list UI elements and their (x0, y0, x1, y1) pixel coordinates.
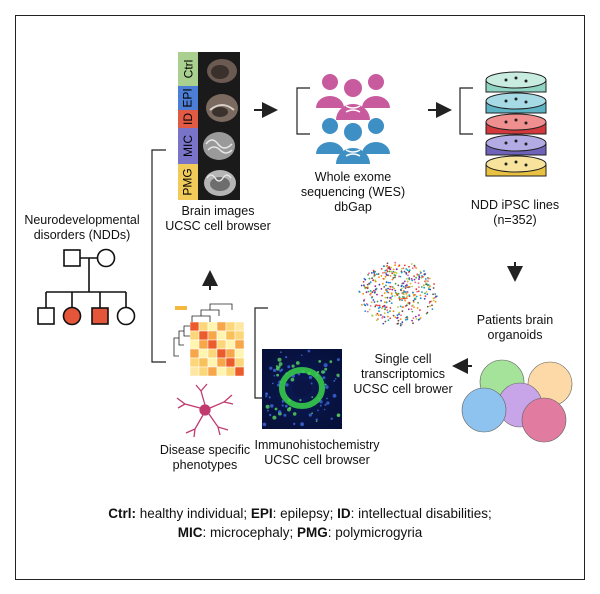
top-dendrogram (191, 303, 233, 322)
strip-ctrl: Ctrl (178, 52, 198, 86)
legend-epi-key: EPI (250, 506, 273, 521)
dna-icon (345, 105, 361, 157)
neuron-icon (176, 383, 234, 438)
mri-epi-id (198, 86, 240, 128)
organoid-pink (521, 397, 567, 443)
plate-5 (485, 155, 547, 177)
strip-pmg: PMG (178, 164, 198, 200)
heatmap-colorbar (175, 306, 187, 310)
wes-people-icons (316, 74, 390, 164)
strip-id: ID (178, 110, 198, 128)
analysis-bracket (254, 307, 268, 399)
mri-mic (198, 128, 240, 164)
legend-line-1: Ctrl: healthy individual; EPI: epilepsy;… (108, 506, 492, 521)
strip-epi: EPI (178, 86, 198, 110)
legend-pmg-key: PMG (297, 525, 328, 540)
pedigree (37, 248, 136, 326)
pedigree-son-affected (91, 307, 109, 325)
plate-4 (485, 134, 547, 156)
plate-2 (485, 92, 547, 114)
pedigree-daughter-unaffected (116, 306, 136, 326)
outcome-bracket (151, 149, 166, 363)
phenotype-heatmap (173, 303, 245, 377)
single-cell-umap (358, 261, 438, 327)
mri-ctrl (198, 52, 240, 86)
legend-line-2: MIC: microcephaly; PMG: polymicrogyria (177, 525, 423, 540)
legend-id-key: ID (337, 506, 351, 521)
organoid-cluster (461, 359, 573, 443)
mri-pmg (198, 164, 240, 200)
plate-1 (485, 71, 547, 93)
figure-frame (15, 15, 585, 580)
plate-3 (485, 113, 547, 135)
ipsc-plate-stack (485, 71, 547, 177)
pedigree-mother (96, 248, 116, 268)
ipsc-caption: NDD iPSC lines(n=352) (470, 198, 560, 227)
ipsc-bracket-left (459, 87, 473, 135)
wes-bracket-left (296, 87, 310, 135)
ihc-image (262, 349, 342, 429)
strip-mic: MIC (178, 128, 198, 164)
pedigree-daughter-affected (62, 306, 82, 326)
pedigree-son-unaffected (37, 307, 55, 325)
left-dendrogram (173, 325, 190, 357)
legend-mic-key: MIC (177, 525, 203, 540)
organoid-blue (461, 387, 507, 433)
legend-ctrl-key: Ctrl: (108, 506, 137, 521)
pedigree-father (63, 249, 81, 267)
